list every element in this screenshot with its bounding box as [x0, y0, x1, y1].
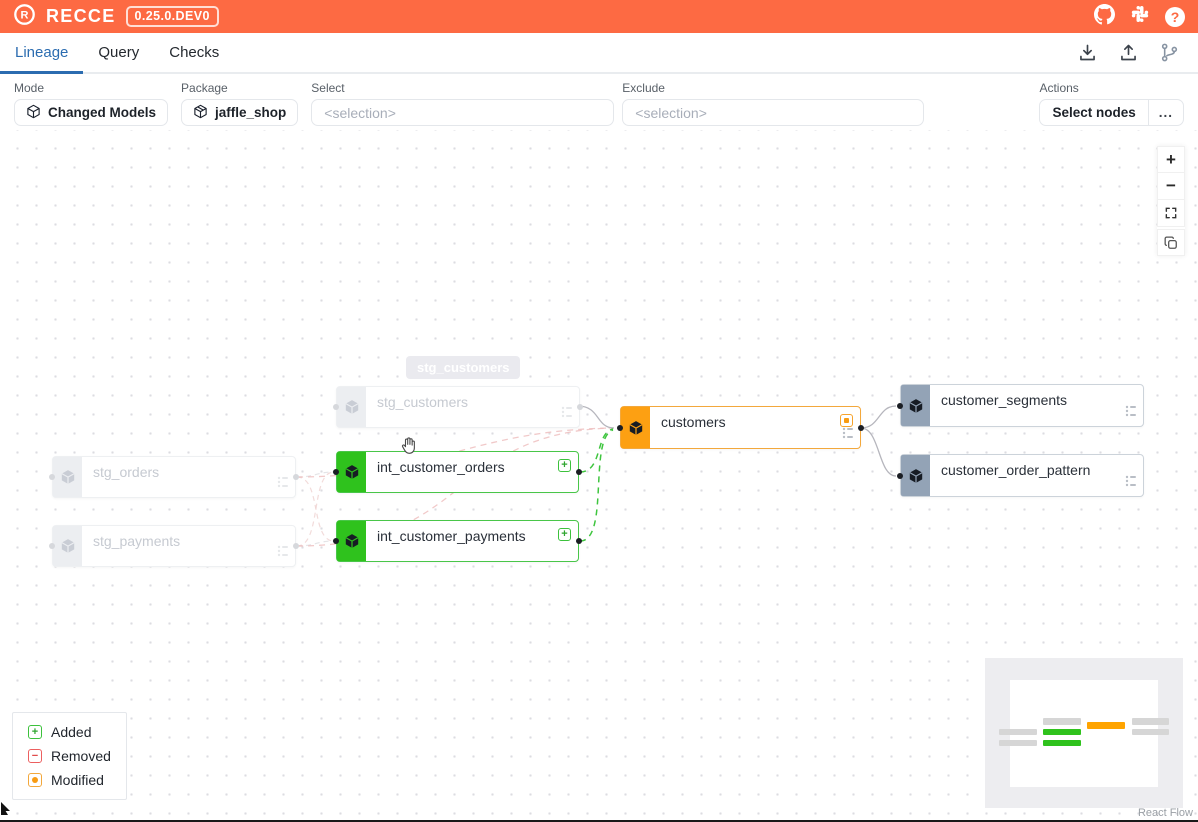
node-handle	[49, 543, 55, 549]
zoom-in-button[interactable]: +	[1157, 146, 1185, 173]
help-icon[interactable]: ?	[1165, 6, 1185, 27]
column-expand-icon[interactable]	[842, 426, 854, 445]
node-drag-tooltip: stg_customers	[406, 356, 521, 379]
node-handle	[576, 538, 582, 544]
node-handle	[858, 424, 864, 431]
lineage-node-stg-payments[interactable]: stg_payments	[49, 525, 299, 567]
added-icon: +	[28, 725, 42, 739]
minimap-node	[1132, 729, 1169, 735]
node-handle	[49, 474, 55, 480]
recce-logo-icon: R	[13, 3, 36, 31]
minimap[interactable]	[985, 658, 1183, 808]
node-handle	[333, 404, 339, 410]
github-icon[interactable]	[1094, 3, 1115, 30]
git-branch-icon[interactable]	[1159, 42, 1180, 63]
tab-lineage[interactable]: Lineage	[0, 33, 84, 74]
brand-title: RECCE	[46, 6, 116, 26]
added-badge: +	[558, 459, 571, 472]
lineage-node-int-customer-orders[interactable]: int_customer_orders +	[333, 451, 582, 493]
node-handle	[293, 474, 299, 480]
lineage-node-customers[interactable]: customers	[617, 406, 864, 449]
version-badge: 0.25.0.DEV0	[125, 6, 219, 27]
hand-cursor	[399, 436, 418, 460]
column-expand-icon[interactable]	[1125, 404, 1137, 423]
actions-label: Actions	[1039, 81, 1079, 95]
fit-view-button[interactable]	[1157, 200, 1185, 227]
minimap-node	[999, 740, 1037, 746]
tab-checks[interactable]: Checks	[169, 44, 220, 61]
copy-image-button[interactable]	[1157, 229, 1185, 256]
node-handle	[577, 404, 583, 410]
added-badge: +	[558, 528, 571, 541]
lineage-node-stg-orders[interactable]: stg_orders	[49, 456, 299, 498]
change-legend: + Added − Removed Modified	[12, 712, 127, 800]
window-bottom-edge	[0, 820, 1198, 822]
model-cube-icon	[53, 457, 82, 497]
model-cube-icon	[337, 452, 366, 492]
toolbar-spacer	[937, 81, 1026, 130]
minimap-node	[1087, 722, 1125, 729]
column-expand-icon[interactable]	[561, 405, 573, 424]
lineage-node-stg-customers[interactable]: stg_customers	[333, 386, 583, 428]
export-upload-button[interactable]	[1118, 42, 1139, 63]
minimap-node	[1043, 740, 1081, 746]
column-expand-icon[interactable]	[277, 544, 289, 563]
modified-icon	[28, 773, 42, 787]
node-handle	[617, 424, 623, 431]
lineage-node-customer-segments[interactable]: customer_segments	[897, 384, 1144, 427]
removed-icon: −	[28, 749, 42, 763]
model-cube-icon	[337, 521, 366, 561]
package-icon	[193, 104, 208, 122]
node-handle	[897, 402, 903, 409]
node-handle	[333, 538, 339, 544]
model-cube-icon	[901, 385, 930, 426]
model-cube-icon	[53, 526, 82, 566]
zoom-out-button[interactable]: −	[1157, 173, 1185, 200]
exclude-input[interactable]	[622, 99, 925, 126]
node-handle	[576, 469, 582, 475]
tab-query[interactable]: Query	[98, 44, 140, 61]
exclude-label: Exclude	[622, 81, 665, 95]
column-expand-icon[interactable]	[1125, 474, 1137, 493]
node-handle	[333, 469, 339, 475]
svg-text:R: R	[21, 9, 29, 21]
lineage-node-customer-order-pattern[interactable]: customer_order_pattern	[897, 454, 1144, 497]
legend-item-modified: Modified	[28, 772, 111, 788]
select-input[interactable]	[311, 99, 615, 126]
model-cube-icon	[621, 407, 650, 448]
select-label: Select	[311, 81, 345, 95]
model-cube-icon	[26, 104, 41, 122]
mode-label: Mode	[14, 81, 45, 95]
package-button[interactable]: jaffle_shop	[181, 99, 299, 126]
model-cube-icon	[337, 387, 366, 427]
minimap-node	[999, 729, 1037, 735]
node-handle	[293, 543, 299, 549]
lineage-canvas[interactable]: stg_customers stg_customers stg_orders	[0, 130, 1198, 822]
app-header: R RECCE 0.25.0.DEV0 ?	[0, 0, 1198, 33]
import-download-button[interactable]	[1077, 42, 1098, 63]
slack-icon[interactable]	[1130, 4, 1150, 29]
minimap-node	[1132, 718, 1169, 725]
model-cube-icon	[901, 455, 930, 496]
minimap-node	[1043, 729, 1081, 735]
lineage-toolbar: Mode Changed Models Package jaffle_shop …	[0, 74, 1198, 130]
minimap-node	[1043, 718, 1081, 725]
flow-controls: + −	[1157, 146, 1185, 256]
react-flow-attribution[interactable]: React Flow	[1137, 807, 1193, 819]
tab-bar: Lineage Query Checks	[0, 33, 1198, 74]
column-expand-icon[interactable]	[277, 475, 289, 494]
more-actions-button[interactable]: ...	[1147, 100, 1183, 125]
node-handle	[897, 472, 903, 479]
corner-cursor-artifact	[0, 801, 13, 820]
modified-badge	[840, 414, 853, 427]
lineage-node-int-customer-payments[interactable]: int_customer_payments +	[333, 520, 582, 562]
legend-item-removed: − Removed	[28, 748, 111, 764]
select-nodes-button[interactable]: Select nodes	[1052, 105, 1136, 120]
legend-item-added: + Added	[28, 724, 111, 740]
mode-changed-models-button[interactable]: Changed Models	[14, 99, 169, 126]
package-label: Package	[181, 81, 228, 95]
